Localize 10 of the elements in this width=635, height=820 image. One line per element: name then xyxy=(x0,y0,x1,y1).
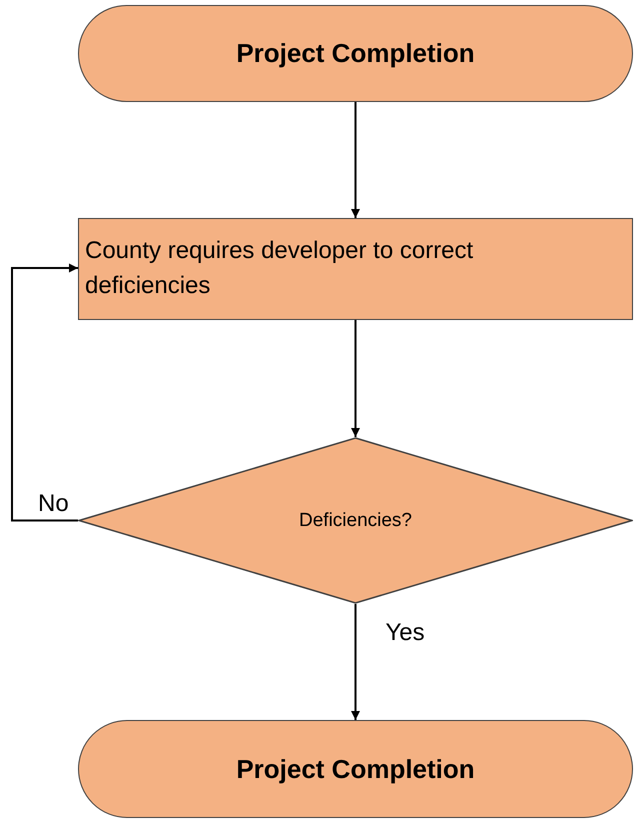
node-text: County requires developer to correct deficiencies xyxy=(85,236,474,301)
decision-diamond xyxy=(78,437,633,604)
process-box xyxy=(78,218,633,320)
node-text: Deficiencies? xyxy=(299,510,412,532)
arrow xyxy=(351,604,360,720)
arrow xyxy=(351,102,360,218)
node-text: Project Completion xyxy=(236,38,475,69)
node-text: Project Completion xyxy=(236,754,475,784)
arrow xyxy=(351,320,360,437)
arrow xyxy=(11,264,78,522)
